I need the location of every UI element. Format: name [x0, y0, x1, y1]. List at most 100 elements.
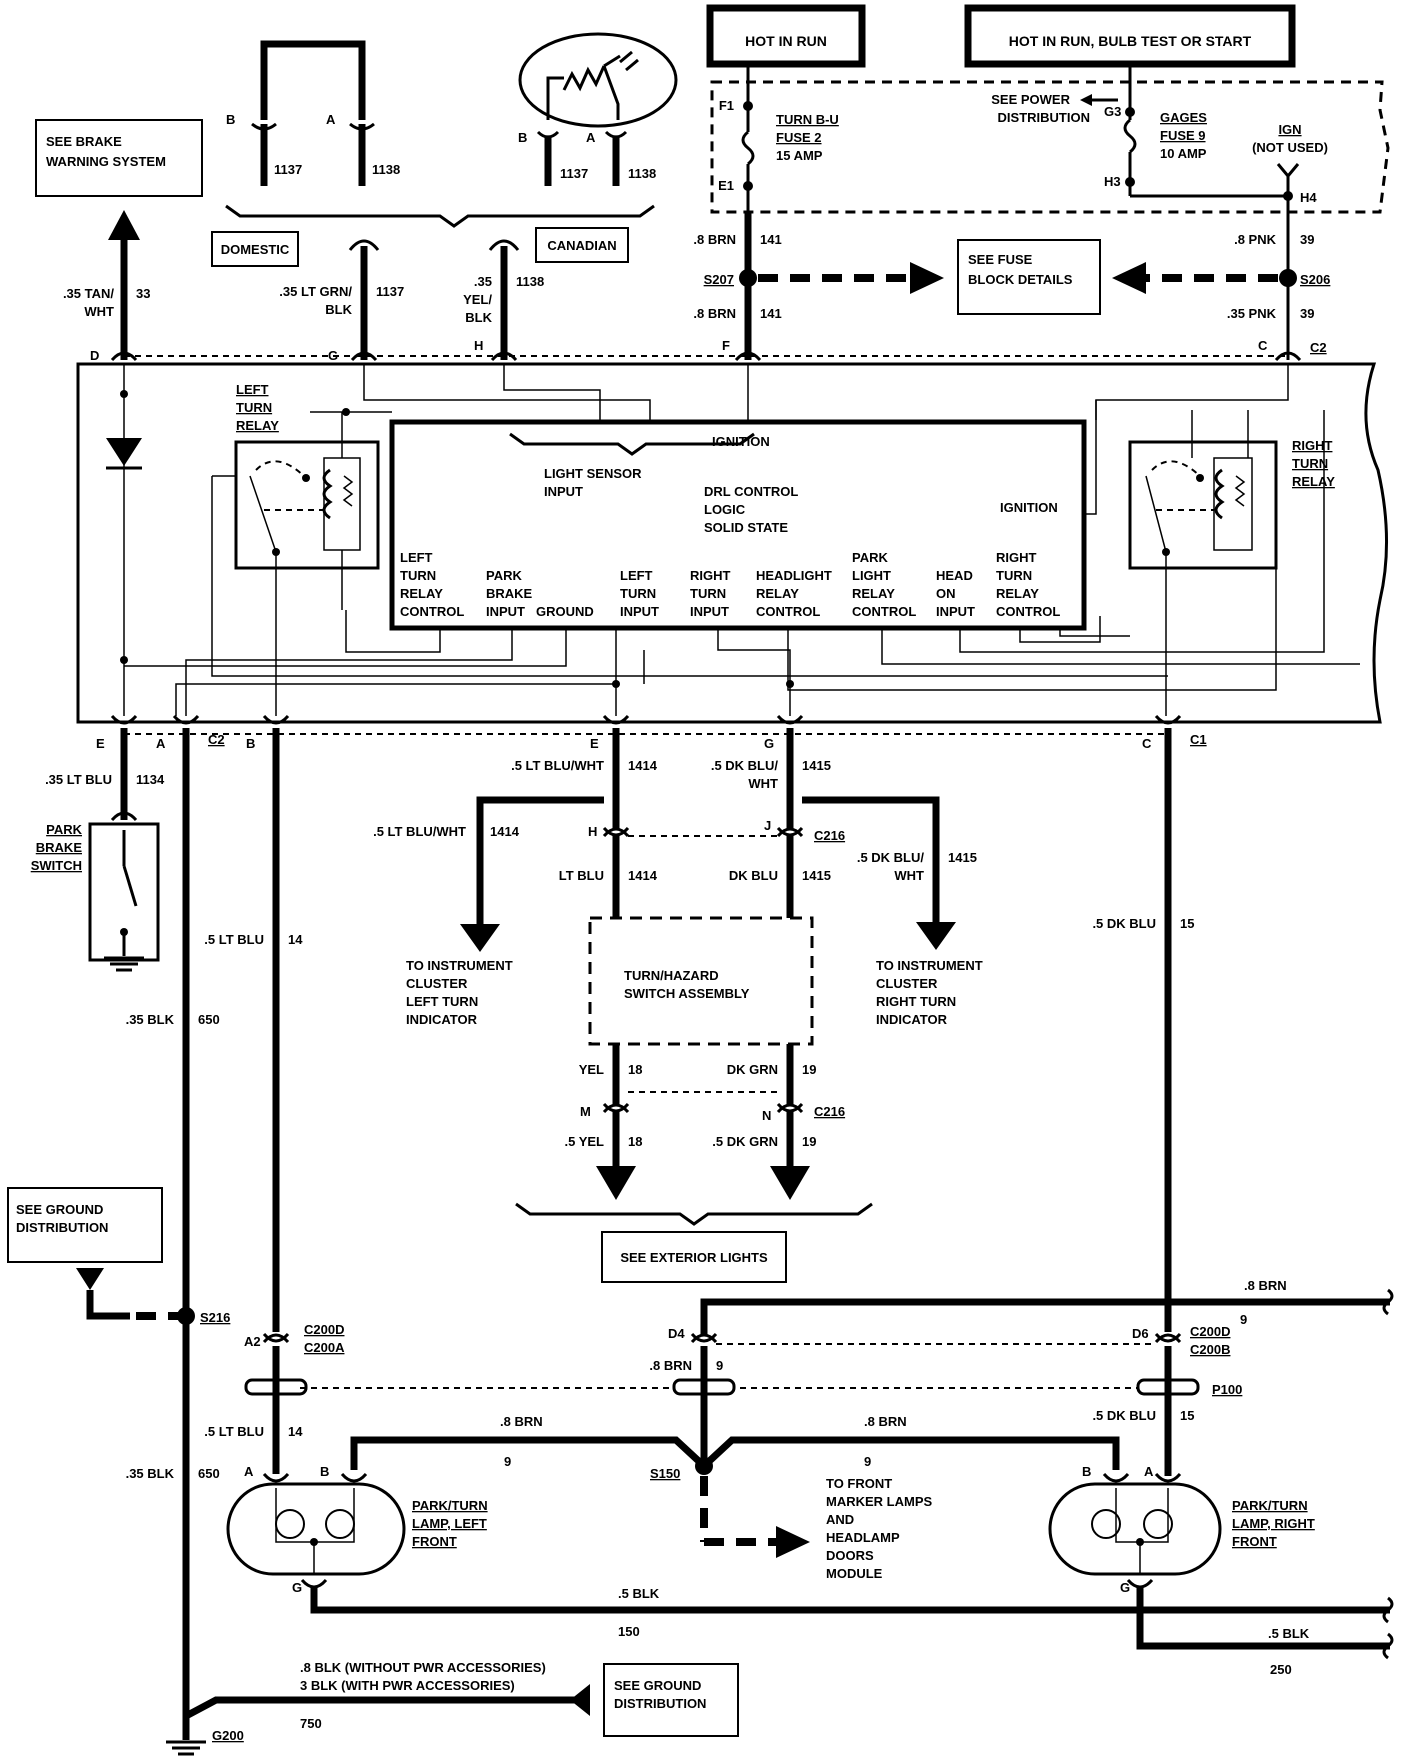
svg-text:.35 BLK: .35 BLK — [126, 1012, 175, 1027]
svg-text:CLUSTER: CLUSTER — [406, 976, 468, 991]
svg-text:15: 15 — [1180, 916, 1194, 931]
see-exterior-lights-box: SEE EXTERIOR LIGHTS — [601, 1231, 787, 1283]
svg-text:C: C — [1142, 736, 1152, 751]
svg-text:WHT: WHT — [894, 868, 924, 883]
svg-text:RIGHT: RIGHT — [690, 568, 731, 583]
wire-150-250-blk: .5 BLK 150 .5 BLK 250 — [310, 1586, 1394, 1677]
svg-text:D: D — [90, 348, 99, 363]
svg-text:DISTRIBUTION: DISTRIBUTION — [614, 1696, 706, 1711]
svg-text:CONTROL: CONTROL — [852, 604, 916, 619]
svg-text:19: 19 — [802, 1134, 816, 1149]
svg-text:1138: 1138 — [372, 162, 400, 177]
svg-text:.5 DK BLU: .5 DK BLU — [1092, 916, 1156, 931]
ign-not-used: IGN (NOT USED) H4 — [1252, 122, 1328, 360]
svg-text:LEFT: LEFT — [236, 382, 269, 397]
svg-text:18: 18 — [628, 1134, 642, 1149]
gages-fuse: G3 H3 GAGES FUSE 9 10 AMP SEE POWER DIST… — [991, 64, 1288, 198]
svg-text:S216: S216 — [200, 1310, 230, 1325]
svg-text:A2: A2 — [244, 1334, 261, 1349]
svg-text:.35 LT BLU: .35 LT BLU — [45, 772, 112, 787]
sensor-bracket — [225, 204, 655, 228]
svg-text:B: B — [518, 130, 527, 145]
svg-text:FRONT: FRONT — [412, 1534, 457, 1549]
svg-text:C: C — [1258, 338, 1268, 353]
svg-text:BRAKE: BRAKE — [486, 586, 533, 601]
svg-text:C216: C216 — [814, 828, 845, 843]
svg-text:HEAD: HEAD — [936, 568, 973, 583]
svg-text:HEADLAMP: HEADLAMP — [826, 1530, 900, 1545]
to-instrument-cluster-left: TO INSTRUMENT CLUSTER LEFT TURN INDICATO… — [406, 958, 513, 1027]
wire-33-tan-wht: .35 TAN/ WHT 33 — [63, 210, 150, 360]
svg-text:G: G — [292, 1580, 302, 1595]
wire-1137: .35 LT GRN/ BLK 1137 — [279, 239, 404, 360]
right-turn-relay: RIGHT TURN RELAY — [1128, 410, 1335, 716]
svg-text:HOT IN RUN, BULB TEST OR START: HOT IN RUN, BULB TEST OR START — [1009, 33, 1252, 49]
svg-text:.8 BRN: .8 BRN — [1244, 1278, 1287, 1293]
svg-text:.5 DK BLU/: .5 DK BLU/ — [711, 758, 779, 773]
svg-text:B: B — [320, 1464, 329, 1479]
svg-text:A: A — [244, 1464, 254, 1479]
svg-text:E: E — [590, 736, 599, 751]
svg-text:LAMP, RIGHT: LAMP, RIGHT — [1232, 1516, 1315, 1531]
svg-text:141: 141 — [760, 232, 782, 247]
connector-c2-c1-bottom: E A C2 B E G C C1 — [96, 714, 1207, 751]
svg-text:CANADIAN: CANADIAN — [547, 238, 616, 253]
svg-text:1134: 1134 — [136, 772, 165, 787]
svg-text:S150: S150 — [650, 1466, 680, 1481]
hot-in-run-bulb-test-label: HOT IN RUN, BULB TEST OR START — [964, 4, 1296, 68]
svg-text:C2: C2 — [1310, 340, 1327, 355]
svg-text:IGNITION: IGNITION — [712, 434, 770, 449]
svg-text:PARK: PARK — [486, 568, 522, 583]
svg-text:.5 DK BLU/: .5 DK BLU/ — [857, 850, 925, 865]
svg-text:LIGHT SENSOR: LIGHT SENSOR — [544, 466, 642, 481]
svg-text:.5 LT BLU: .5 LT BLU — [204, 1424, 264, 1439]
svg-text:MODULE: MODULE — [826, 1566, 883, 1581]
svg-text:10 AMP: 10 AMP — [1160, 146, 1207, 161]
to-front-marker-lamps: TO FRONT MARKER LAMPS AND HEADLAMP DOORS… — [826, 1476, 932, 1581]
svg-text:39: 39 — [1300, 232, 1314, 247]
svg-text:14: 14 — [288, 1424, 303, 1439]
svg-text:TURN: TURN — [996, 568, 1032, 583]
wire-14-lt-blu: .5 LT BLU 14 A2 C200D C200A .5 LT BLU 14 — [204, 728, 345, 1474]
svg-text:TO INSTRUMENT: TO INSTRUMENT — [406, 958, 513, 973]
svg-text:C2: C2 — [208, 732, 225, 747]
svg-text:P100: P100 — [1212, 1382, 1242, 1397]
svg-text:G: G — [764, 736, 774, 751]
svg-text:WARNING SYSTEM: WARNING SYSTEM — [46, 154, 166, 169]
svg-text:IGN: IGN — [1278, 122, 1301, 137]
svg-text:GAGES: GAGES — [1160, 110, 1207, 125]
svg-text:E: E — [96, 736, 105, 751]
svg-text:B: B — [226, 112, 235, 127]
svg-text:DISTRIBUTION: DISTRIBUTION — [16, 1220, 108, 1235]
svg-text:RELAY: RELAY — [852, 586, 895, 601]
svg-text:39: 39 — [1300, 306, 1314, 321]
svg-text:LT BLU: LT BLU — [559, 868, 604, 883]
svg-text:WHT: WHT — [84, 304, 114, 319]
svg-text:H4: H4 — [1300, 190, 1317, 205]
svg-text:G3: G3 — [1104, 104, 1121, 119]
svg-text:33: 33 — [136, 286, 150, 301]
wire-9-brn-feed: .8 BRN D4 .8 BRN 9 S150 .8 BRN 9 .8 BRN … — [300, 1278, 1394, 1558]
svg-text:AND: AND — [826, 1512, 854, 1527]
svg-text:CONTROL: CONTROL — [996, 604, 1060, 619]
to-instrument-cluster-right: TO INSTRUMENT CLUSTER RIGHT TURN INDICAT… — [876, 958, 983, 1027]
svg-text:RELAY: RELAY — [1292, 474, 1335, 489]
svg-text:.5 BLK: .5 BLK — [618, 1586, 660, 1601]
drl-module-outline — [76, 362, 1388, 724]
svg-text:FUSE 2: FUSE 2 — [776, 130, 822, 145]
domestic-box: DOMESTIC — [211, 231, 299, 267]
svg-text:BLK: BLK — [465, 310, 492, 325]
svg-text:15 AMP: 15 AMP — [776, 148, 823, 163]
svg-text:DOMESTIC: DOMESTIC — [221, 242, 290, 257]
svg-text:FRONT: FRONT — [1232, 1534, 1277, 1549]
svg-text:9: 9 — [504, 1454, 511, 1469]
svg-text:.8 PNK: .8 PNK — [1234, 232, 1277, 247]
svg-text:RELAY: RELAY — [236, 418, 279, 433]
svg-text:.8 BRN: .8 BRN — [649, 1358, 692, 1373]
svg-text:1415: 1415 — [802, 868, 831, 883]
svg-text:1138: 1138 — [516, 274, 544, 289]
svg-text:LIGHT: LIGHT — [852, 568, 891, 583]
svg-text:150: 150 — [618, 1624, 640, 1639]
svg-text:(NOT USED): (NOT USED) — [1252, 140, 1328, 155]
svg-text:TURN/HAZARD: TURN/HAZARD — [624, 968, 719, 983]
